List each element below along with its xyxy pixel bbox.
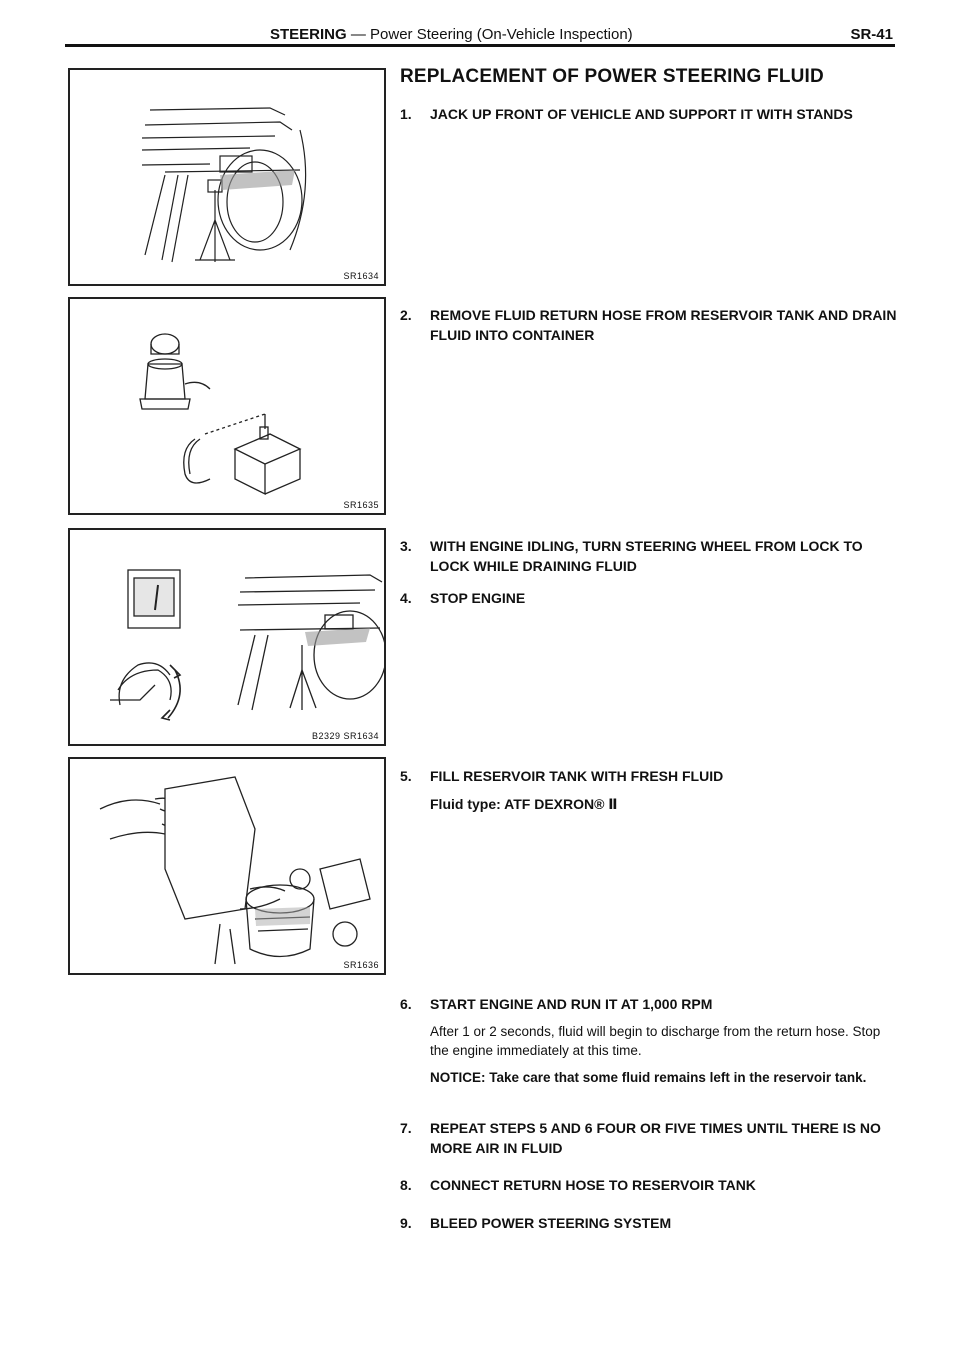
step-number: 5. [400, 768, 412, 784]
step-text: STOP ENGINE [430, 590, 526, 606]
page-header: STEERING — Power Steering (On-Vehicle In… [65, 22, 895, 44]
step-text: WITH ENGINE IDLING, TURN STEERING WHEEL … [430, 538, 863, 574]
figure-reservoir-drain: SR1635 [68, 297, 386, 515]
step-text: CONNECT RETURN HOSE TO RESERVOIR TANK [430, 1177, 756, 1193]
step-number: 3. [400, 538, 412, 554]
figure-fill-reservoir: SR1636 [68, 757, 386, 975]
step-text: START ENGINE AND RUN IT AT 1,000 RPM [430, 996, 713, 1012]
figure-code: SR1635 [343, 500, 379, 510]
header-title: STEERING — Power Steering (On-Vehicle In… [270, 26, 633, 43]
header-subtitle: Power Steering (On-Vehicle Inspection) [370, 26, 633, 43]
steering-lock-illustration [110, 569, 384, 721]
figure-code: SR1636 [343, 960, 379, 970]
step-number: 8. [400, 1177, 412, 1193]
figure-steering-lock: B2329 SR1634 [68, 528, 386, 746]
step-text: JACK UP FRONT OF VEHICLE AND SUPPORT IT … [430, 106, 853, 122]
step-number: 1. [400, 106, 412, 122]
page-number: SR-41 [850, 26, 893, 43]
step-number: 9. [400, 1215, 412, 1231]
header-section: STEERING [270, 26, 347, 43]
step-text: FILL RESERVOIR TANK WITH FRESH FLUID [430, 768, 724, 784]
figure-jack-stands: SR1634 [68, 68, 386, 286]
jack-stands-illustration [141, 107, 307, 263]
step-6-detail: After 1 or 2 seconds, fluid will begin t… [430, 1024, 881, 1058]
step-text: BLEED POWER STEERING SYSTEM [430, 1215, 672, 1231]
reservoir-drain-illustration [139, 333, 302, 496]
step-number: 6. [400, 996, 412, 1012]
step-text: REMOVE FLUID RETURN HOSE FROM RESERVOIR … [430, 307, 897, 343]
fluid-spec: Fluid type: ATF DEXRON® Ⅱ [430, 796, 618, 812]
step-number: 7. [400, 1120, 412, 1136]
figure-code: B2329 SR1634 [311, 731, 379, 741]
section-title: REPLACEMENT OF POWER STEERING FLUID [400, 66, 824, 87]
notice-text: NOTICE: Take care that some fluid remain… [430, 1070, 867, 1085]
step-number: 4. [400, 590, 412, 606]
step-text: REPEAT STEPS 5 AND 6 FOUR OR FIVE TIMES … [430, 1120, 881, 1156]
figure-code: SR1634 [343, 271, 379, 281]
header-rule [65, 44, 895, 47]
fill-reservoir-illustration [99, 776, 371, 965]
step-number: 2. [400, 307, 412, 323]
